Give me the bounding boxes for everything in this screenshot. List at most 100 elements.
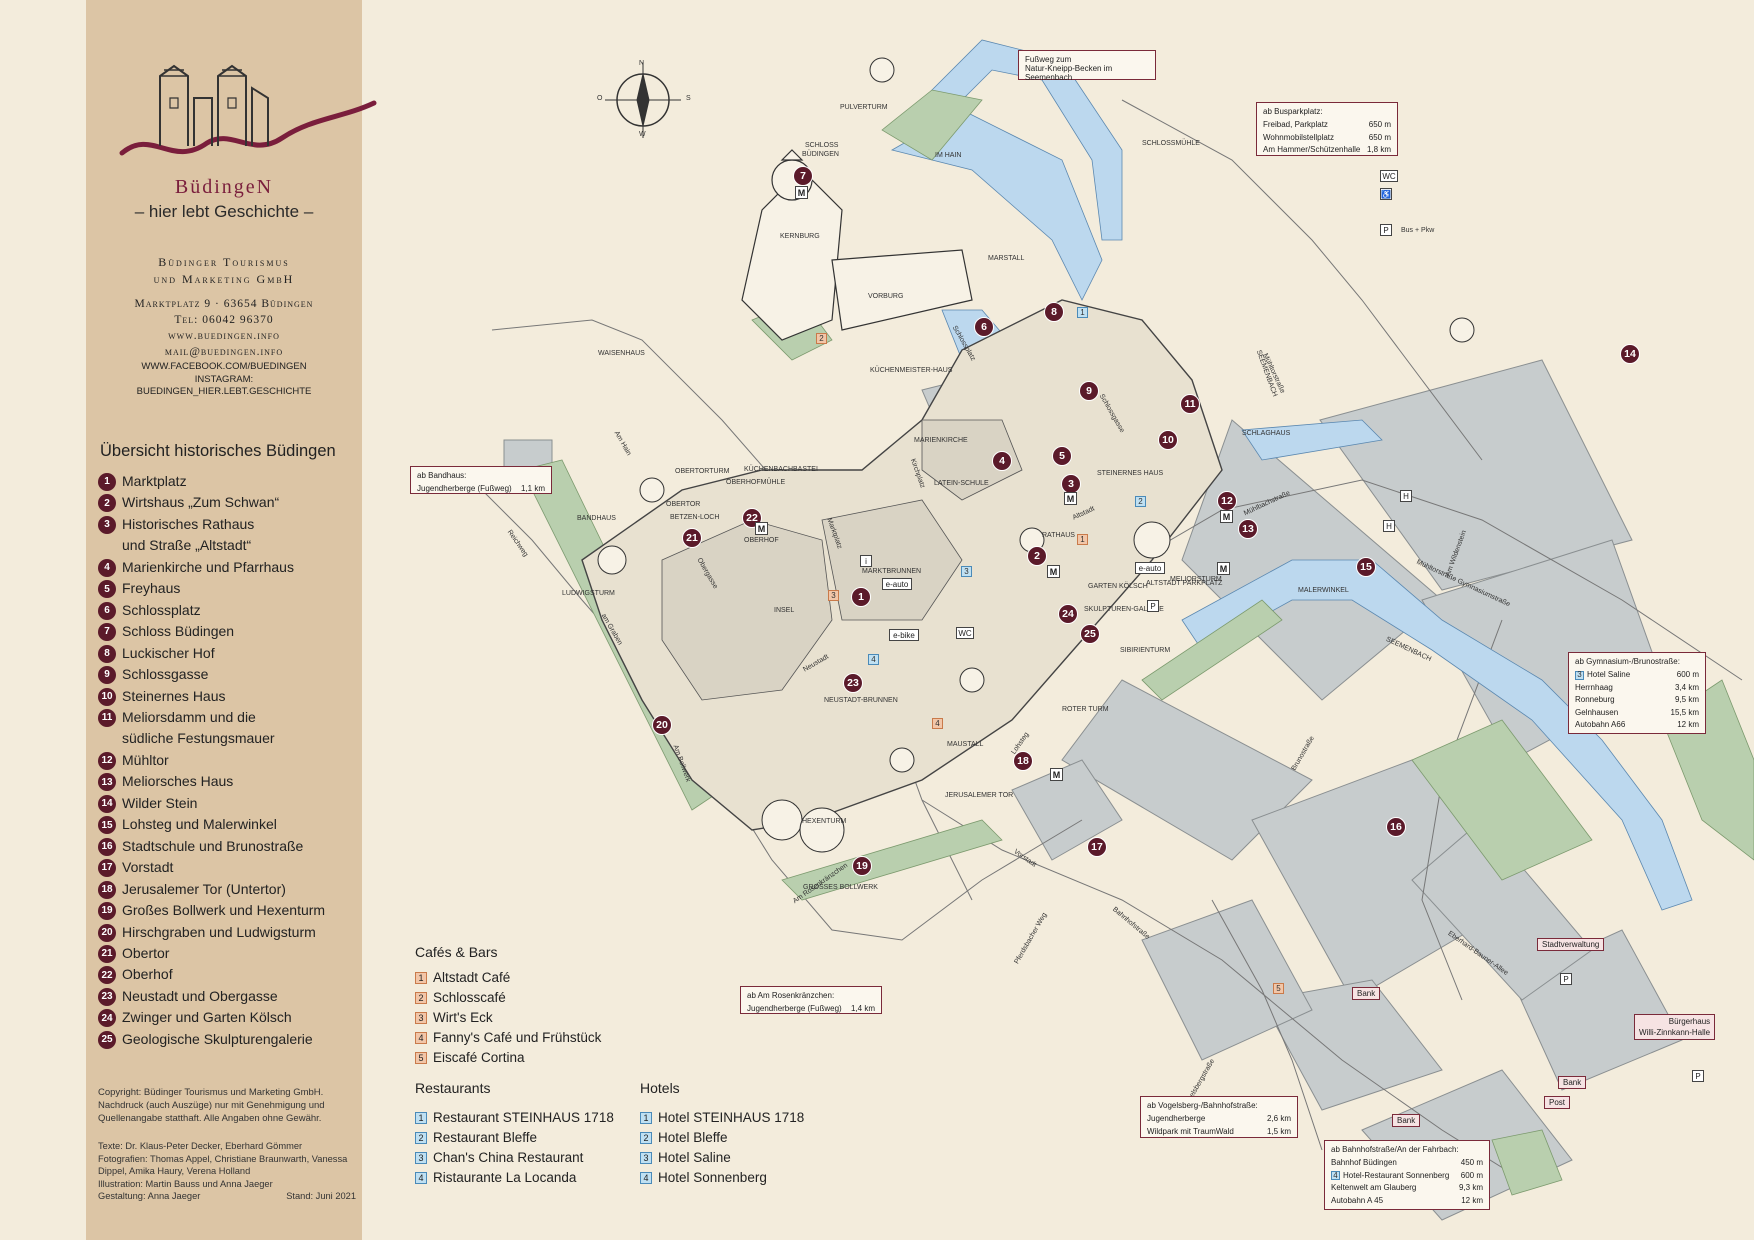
parking-icon-bahnhof[interactable]: P [1692,1070,1704,1082]
marker-13[interactable]: 13 [1238,519,1258,539]
marker-20[interactable]: 20 [652,715,672,735]
badge-bank-1[interactable]: Bank [1352,987,1381,1000]
marker-3[interactable]: 3 [1061,474,1081,494]
badge-stadtverwaltung[interactable]: Stadtverwaltung [1537,938,1605,951]
marker-21[interactable]: 21 [682,528,702,548]
map-restaurant-4[interactable]: 4 [868,654,879,665]
parking-icon-stadtverwaltung[interactable]: P [1560,973,1572,985]
marker-25[interactable]: 25 [1080,624,1100,644]
map-restaurant-3[interactable]: 3 [961,566,972,577]
map-cafe-4[interactable]: 4 [932,718,943,729]
museum-icon-jerusalemer[interactable]: M [1050,768,1063,781]
wc-icon[interactable]: WC [1380,170,1398,182]
e-auto-icon-parkplatz[interactable]: e-auto [1135,562,1165,574]
badge-buergerhaus[interactable]: Bürgerhaus Willi-Zinnkann-Halle [1634,1014,1716,1040]
museum-icon-rathaus[interactable]: M [1064,492,1077,505]
badge-bank-3[interactable]: Bank [1392,1114,1421,1127]
marker-16[interactable]: 16 [1386,817,1406,837]
marker-15[interactable]: 15 [1356,557,1376,577]
map-cafe-3[interactable]: 3 [828,590,839,601]
marker-10[interactable]: 10 [1158,430,1178,450]
marker-4[interactable]: 4 [992,451,1012,471]
museum-icon-schloss[interactable]: M [795,186,808,199]
map-cafe-5[interactable]: 5 [1273,983,1284,994]
parking-icon-altstadt[interactable]: P [1147,600,1159,612]
wc-icon-markt[interactable]: WC [956,627,974,639]
bus-stop-icon[interactable]: H [1383,520,1395,532]
map-hotel-2[interactable]: 2 [1135,496,1146,507]
instagram-link[interactable]: buedingen_hier.lebt.geschichte [136,386,312,397]
website-link[interactable]: www.buedingen.info [168,330,280,342]
map-cafe-1[interactable]: 1 [1077,534,1088,545]
map-hotel-1[interactable]: 1 [1077,307,1088,318]
marker-9[interactable]: 9 [1079,381,1099,401]
marker-1[interactable]: 1 [851,587,871,607]
badge-post[interactable]: Post [1544,1096,1571,1109]
overview-item[interactable]: und Straße „Altstadt“ [98,535,358,556]
marker-12[interactable]: 12 [1217,491,1237,511]
museum-icon-meliorsturm[interactable]: M [1217,562,1230,575]
e-bike-icon[interactable]: e-bike [889,629,919,641]
marker-17[interactable]: 17 [1087,837,1107,857]
museum-icon-muehltor[interactable]: M [1220,510,1233,523]
parking-icon-bus[interactable]: P [1380,224,1392,236]
town-map[interactable]: N S O W PULVERTURM SCHLOSSMÜHLE IM HAIN … [362,0,1754,1240]
badge-bank-2[interactable]: Bank [1558,1076,1587,1089]
accessible-icon[interactable]: ♿ [1380,188,1392,200]
marker-11[interactable]: 11 [1180,394,1200,414]
marker-8[interactable]: 8 [1044,302,1064,322]
marker-23[interactable]: 23 [843,673,863,693]
marker-2[interactable]: 2 [1027,546,1047,566]
marker-14[interactable]: 14 [1620,344,1640,364]
marker-19[interactable]: 19 [852,856,872,876]
email-link[interactable]: mail@buedingen.info [164,346,284,358]
museum-icon-schwan[interactable]: M [1047,565,1060,578]
info-icon[interactable]: i [860,555,872,567]
bus-stop-icon-2[interactable]: H [1400,490,1412,502]
museum-icon-oberhof[interactable]: M [755,522,768,535]
marker-7[interactable]: 7 [793,166,813,186]
marker-18[interactable]: 18 [1013,751,1033,771]
facebook-link[interactable]: www.facebook.com/buedingen [141,361,307,372]
e-auto-icon-markt[interactable]: e-auto [882,578,912,590]
overview-item[interactable]: südliche Festungsmauer [98,728,358,749]
marker-24[interactable]: 24 [1058,604,1078,624]
marker-5[interactable]: 5 [1052,446,1072,466]
marker-6[interactable]: 6 [974,317,994,337]
